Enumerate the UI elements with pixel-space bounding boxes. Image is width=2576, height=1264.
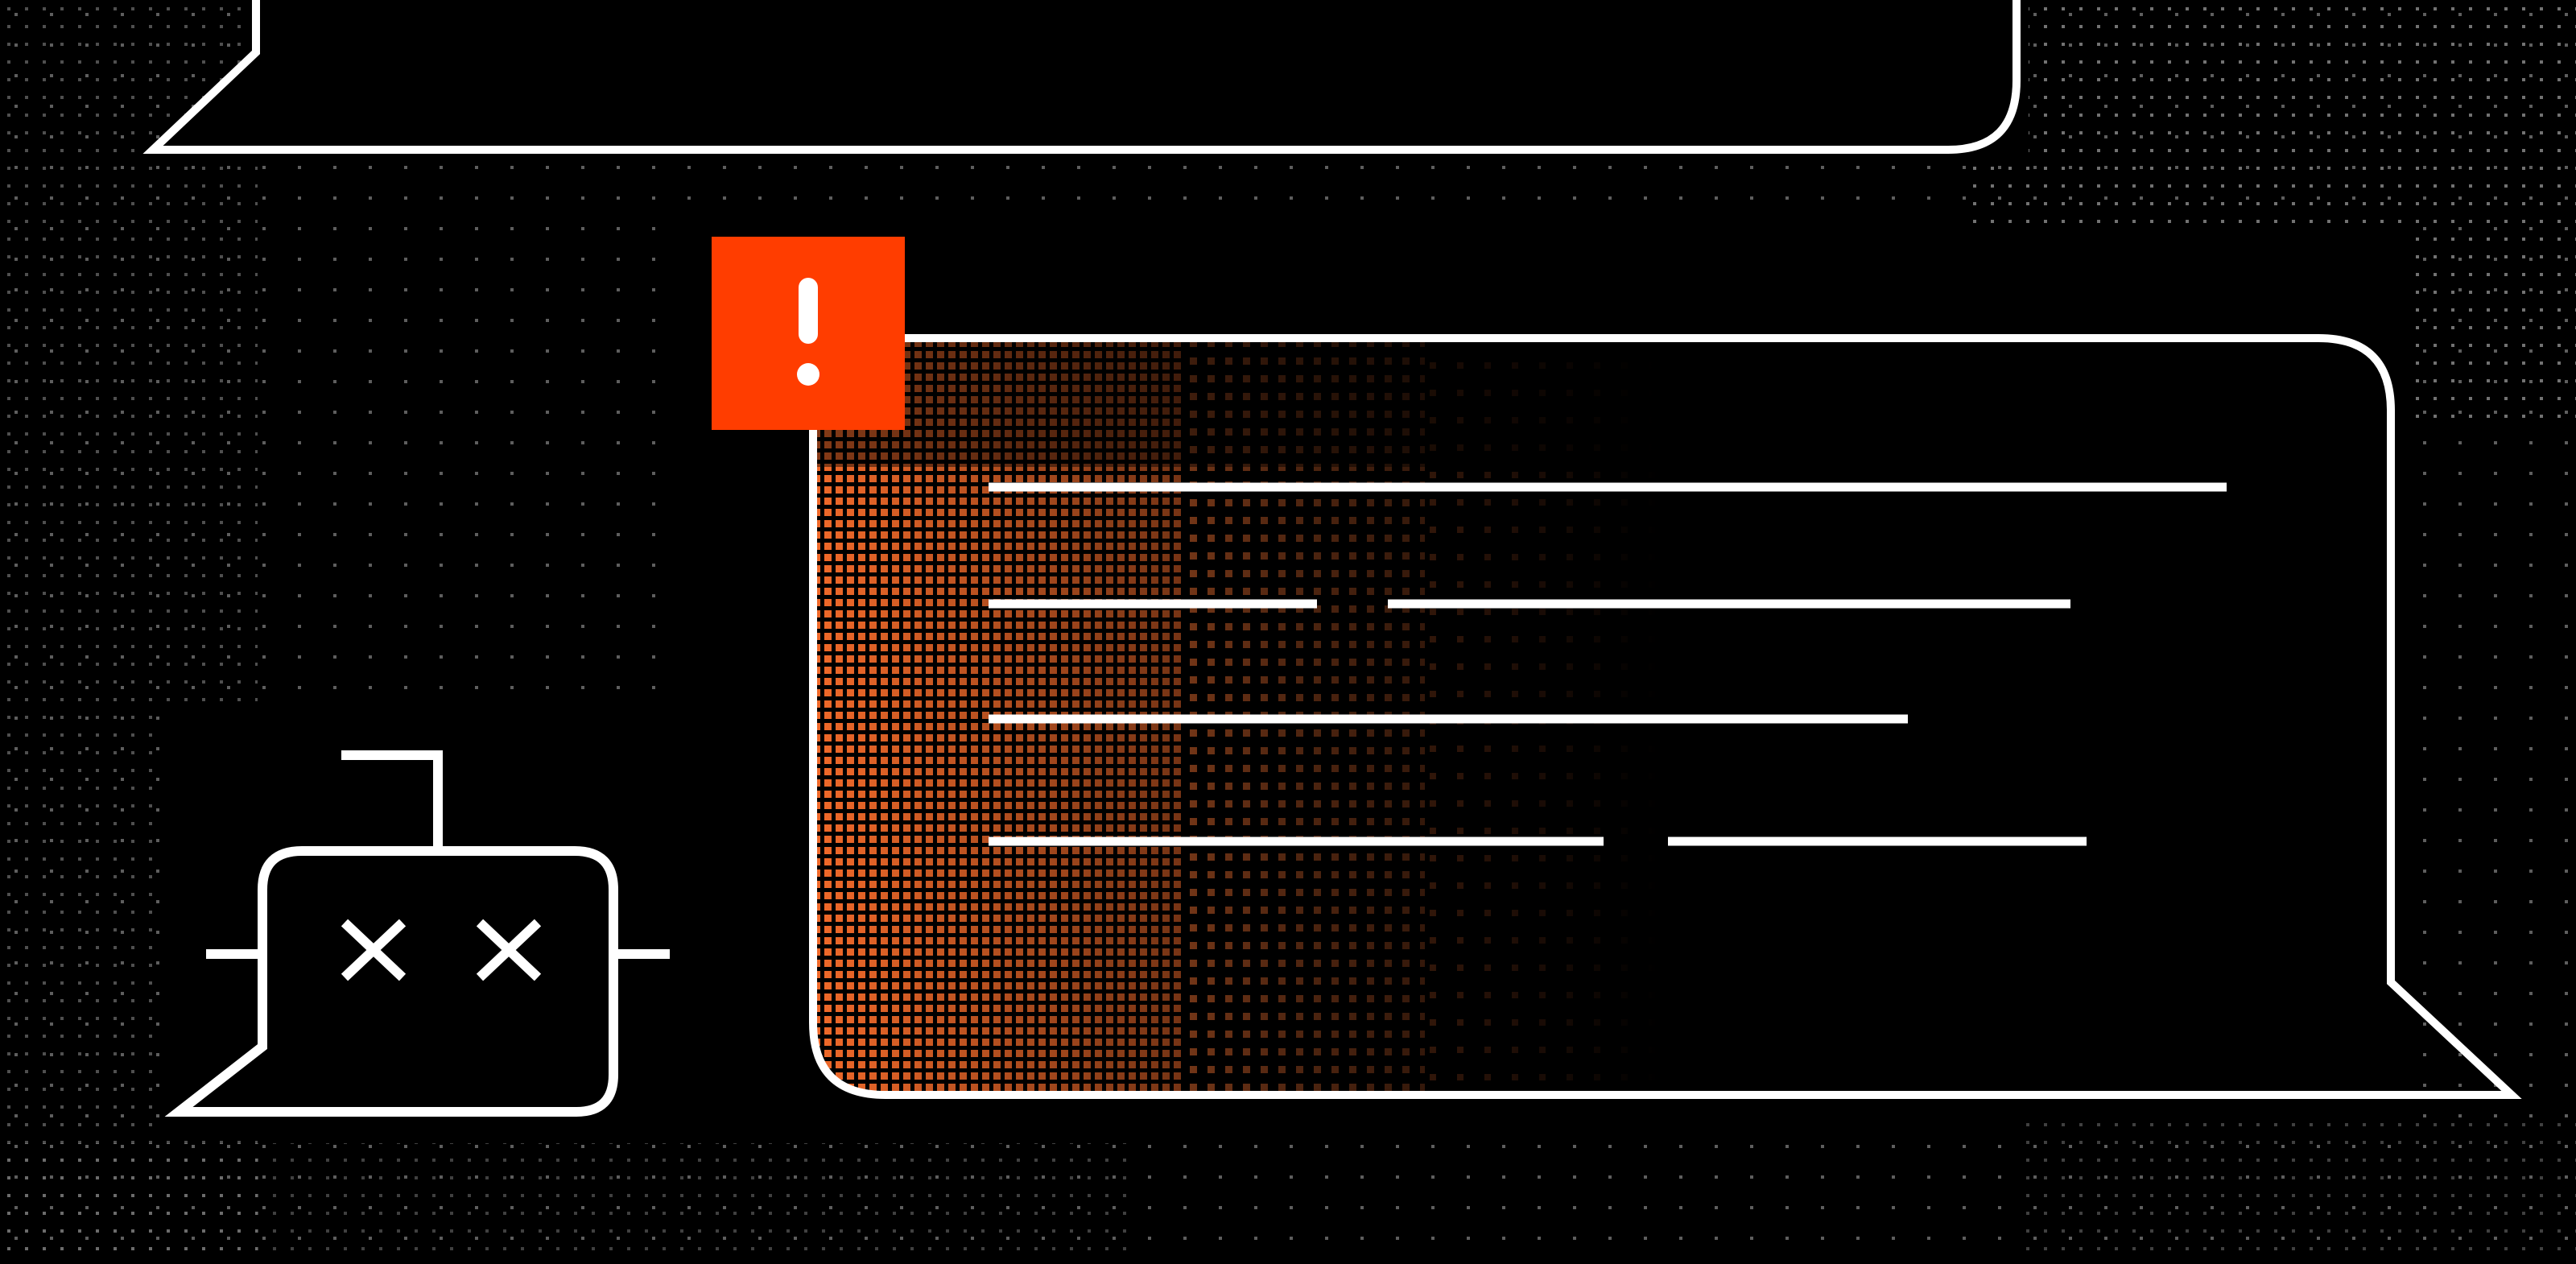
robot-antenna — [341, 750, 443, 851]
robot-x-eye-right — [476, 919, 542, 981]
robot-x-eye-left — [341, 919, 407, 981]
robot-head — [164, 846, 618, 1117]
broken-robot-icon — [164, 750, 670, 1117]
main-speech-bubble — [809, 334, 2522, 1099]
top-speech-bubble — [142, 0, 2021, 154]
placeholder-text-lines — [989, 482, 2227, 846]
exclamation-icon — [712, 237, 905, 430]
